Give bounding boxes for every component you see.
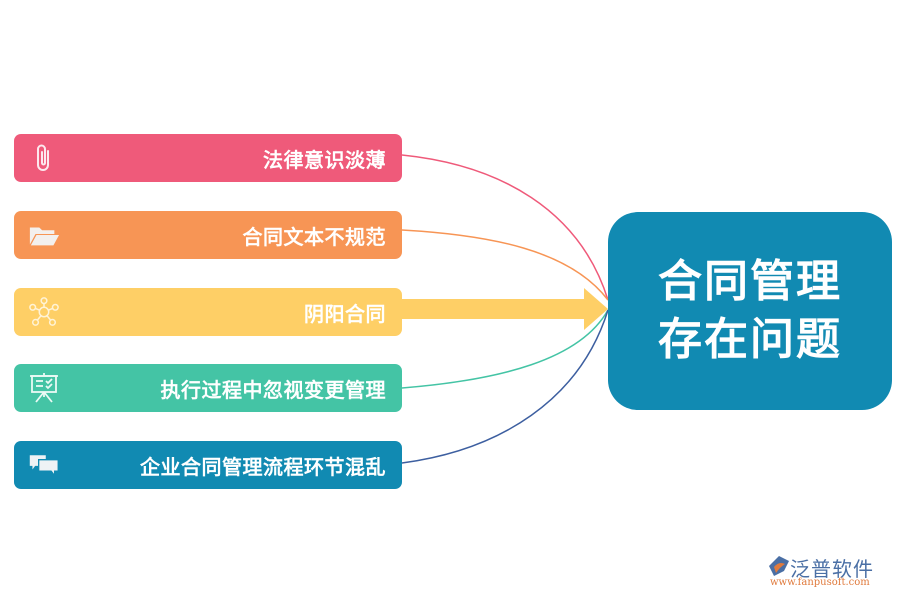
issue-node-yin-yang-contract: 阴阳合同: [14, 288, 402, 336]
watermark-url: www.fanpusoft.com: [770, 577, 870, 588]
paperclip-icon: [28, 142, 60, 174]
central-topic-line1: 合同管理: [658, 256, 842, 307]
issue-node-contract-text: 合同文本不规范: [14, 211, 402, 259]
chat-bubbles-icon: [28, 449, 60, 481]
arrow-shaft: [402, 299, 594, 319]
arrow-head: [584, 288, 608, 330]
connector-1: [401, 154, 609, 301]
watermark-logo: 泛普软件 www.fanpusoft.com: [768, 553, 893, 593]
connector-2: [401, 229, 609, 301]
issue-node-legal-awareness: 法律意识淡薄: [14, 134, 402, 182]
connector-4: [401, 309, 609, 389]
issue-label: 阴阳合同: [304, 301, 386, 326]
presentation-board-icon: [28, 372, 60, 404]
issue-label: 合同文本不规范: [242, 224, 386, 249]
folder-open-icon: [28, 219, 60, 251]
issue-node-change-management: 执行过程中忽视变更管理: [14, 364, 402, 412]
issue-label: 企业合同管理流程环节混乱: [140, 454, 386, 479]
central-topic-line2: 存在问题: [658, 314, 842, 365]
issue-label: 执行过程中忽视变更管理: [160, 377, 386, 402]
central-topic: 合同管理 存在问题: [608, 212, 892, 410]
watermark-brand: 泛普软件: [790, 557, 874, 581]
fanpu-logo-icon: [769, 556, 789, 576]
connector-5: [401, 309, 609, 464]
issue-label: 法律意识淡薄: [263, 147, 386, 172]
network-people-icon: [28, 296, 60, 328]
issue-node-process-chaos: 企业合同管理流程环节混乱: [14, 441, 402, 489]
